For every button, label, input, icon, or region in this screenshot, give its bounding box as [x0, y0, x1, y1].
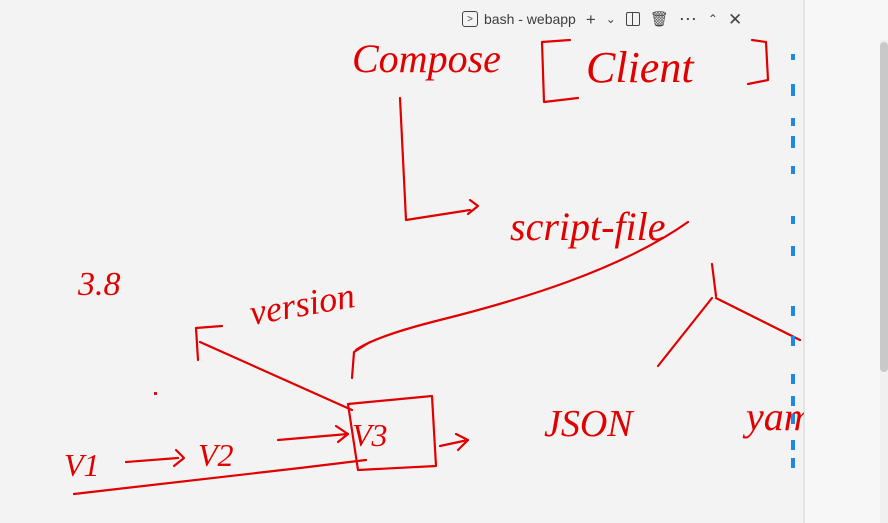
split-icon[interactable]: [625, 12, 640, 26]
marker: [791, 136, 795, 148]
marker: [791, 374, 795, 384]
marker: [791, 396, 795, 406]
version-number-text: 3.8: [77, 266, 121, 303]
compose-text: Compose: [352, 36, 501, 81]
trash-icon[interactable]: 🗑: [649, 11, 669, 28]
v3-out-line: [438, 438, 470, 448]
marker: [791, 84, 795, 96]
chevron-down-icon[interactable]: ⌄: [605, 12, 616, 26]
client-text: Client: [586, 43, 695, 92]
marker: [791, 216, 795, 224]
client-right-bracket: [746, 38, 770, 86]
marker: [791, 246, 795, 256]
arrow-head-4: [172, 448, 186, 468]
json-text: JSON: [544, 403, 635, 445]
v1-text: V1: [64, 447, 100, 483]
file-to-version-curve: [354, 220, 690, 352]
marker: [791, 458, 795, 468]
v1-to-v2-line: [124, 456, 180, 464]
v2-to-v3-line: [276, 432, 350, 442]
arrow-head-6: [454, 432, 470, 452]
marker: [791, 414, 795, 424]
file-to-yaml-line: [714, 296, 802, 342]
v3-box: [346, 394, 438, 472]
close-icon[interactable]: ✕: [727, 9, 743, 29]
more-icon[interactable]: ⋯: [678, 8, 698, 29]
version-text: version: [246, 275, 357, 333]
file-to-json-line: [656, 296, 714, 368]
marker: [791, 306, 795, 316]
arrow-head-1: [466, 198, 480, 216]
marker: [791, 336, 795, 346]
v1-to-v3-underline: [72, 458, 368, 496]
file-stem: [710, 262, 718, 298]
v3-text: V3: [352, 417, 388, 453]
handwritten-ink: Compose Client script-file 3.8 version J…: [64, 36, 804, 496]
whiteboard-canvas[interactable]: [0, 0, 804, 523]
ink-dot: [154, 392, 157, 395]
right-gutter: [805, 0, 888, 523]
change-markers: [791, 0, 799, 523]
v2-text: V2: [198, 437, 234, 473]
script-text: script-file: [510, 204, 666, 249]
marker: [791, 440, 795, 450]
arrow-head-2: [350, 340, 372, 380]
marker: [791, 166, 795, 174]
panel-divider: [803, 0, 805, 523]
v3-to-version-line: [198, 340, 354, 412]
compose-to-script-arrow: [398, 96, 472, 222]
terminal-tab[interactable]: > bash - webapp: [462, 11, 576, 27]
chevron-up-icon[interactable]: ⌃: [707, 12, 718, 26]
client-left-bracket: [540, 38, 580, 104]
terminal-title: bash - webapp: [484, 11, 576, 27]
arrow-head-3: [194, 324, 224, 362]
marker: [791, 118, 795, 126]
marker: [791, 54, 795, 60]
arrow-head-5: [334, 424, 350, 444]
terminal-icon: >: [462, 11, 478, 27]
scrollbar-thumb[interactable]: [880, 42, 888, 372]
plus-icon[interactable]: +: [585, 9, 596, 29]
terminal-toolbar: > bash - webapp + ⌄ 🗑 ⋯ ⌃ ✕: [462, 4, 742, 34]
